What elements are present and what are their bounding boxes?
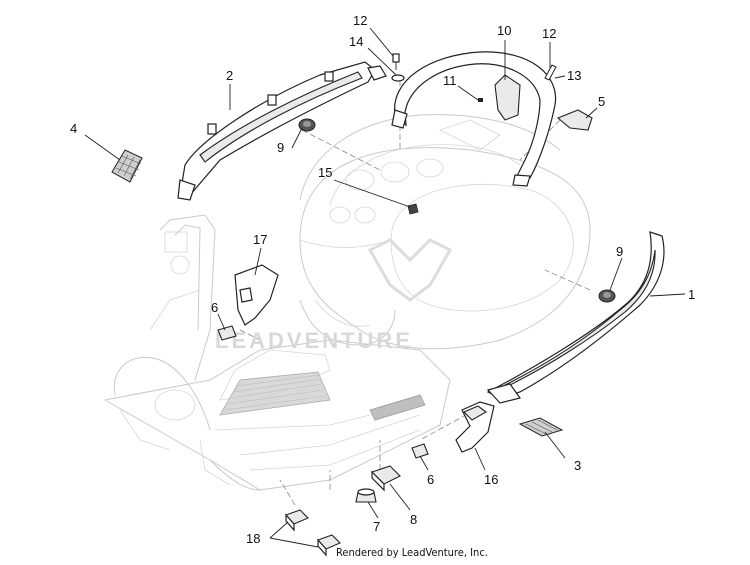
callout-12-upper: 12	[353, 13, 367, 28]
part-9-grommet-right	[598, 289, 616, 303]
callout-16: 16	[484, 472, 498, 487]
callout-6-left: 6	[211, 300, 218, 315]
callout-4: 4	[70, 121, 77, 136]
part-6-clip-left	[217, 325, 237, 341]
callouts: 2 4 9 12 14 10 11 12 13 5 15 17 6 9 1 3 …	[70, 13, 695, 546]
watermark-text: LEADVENTURE	[215, 328, 413, 353]
part-8-rubber-block	[370, 465, 401, 492]
part-12-bolt-upper	[392, 53, 400, 70]
part-18-rubber-pad-lower	[317, 534, 341, 557]
part-9-grommet-upper	[298, 118, 316, 132]
part-7-grommet	[355, 488, 377, 503]
part-5-end-cap	[556, 109, 593, 131]
callout-12-right: 12	[542, 26, 556, 41]
callout-2: 2	[226, 68, 233, 83]
callout-17: 17	[253, 232, 267, 247]
callout-1: 1	[688, 287, 695, 302]
callout-18: 18	[246, 531, 260, 546]
part-3-grille	[518, 417, 564, 437]
watermark: LEADVENTURE	[215, 238, 453, 353]
part-6-clip-right	[411, 443, 429, 459]
callout-6-right: 6	[427, 472, 434, 487]
render-credit: Rendered by LeadVenture, Inc.	[336, 546, 488, 559]
callout-15: 15	[318, 165, 332, 180]
part-17-bracket	[234, 264, 279, 326]
part-11-pin	[478, 98, 483, 102]
leader-lines	[84, 27, 686, 548]
part-15-clip	[407, 203, 419, 215]
scooter-body-ghost	[103, 114, 591, 491]
callout-13: 13	[567, 68, 581, 83]
callout-3: 3	[574, 458, 581, 473]
part-14-washer	[391, 74, 405, 82]
callout-5: 5	[598, 94, 605, 109]
part-16-corner-cover	[455, 401, 495, 453]
callout-9-upper: 9	[277, 140, 284, 155]
part-4-grille	[111, 149, 143, 183]
part-10-grab-handle	[391, 51, 557, 187]
callout-8: 8	[410, 512, 417, 527]
callout-10: 10	[497, 23, 511, 38]
part-18-rubber-pad-upper	[285, 509, 309, 532]
part-1-side-trim	[486, 231, 665, 404]
callout-9-right: 9	[616, 244, 623, 259]
callout-7: 7	[373, 519, 380, 534]
callout-11: 11	[443, 73, 457, 88]
part-12-screw-right	[544, 64, 557, 81]
callout-14: 14	[349, 34, 363, 49]
part-2-side-trim	[177, 61, 387, 201]
